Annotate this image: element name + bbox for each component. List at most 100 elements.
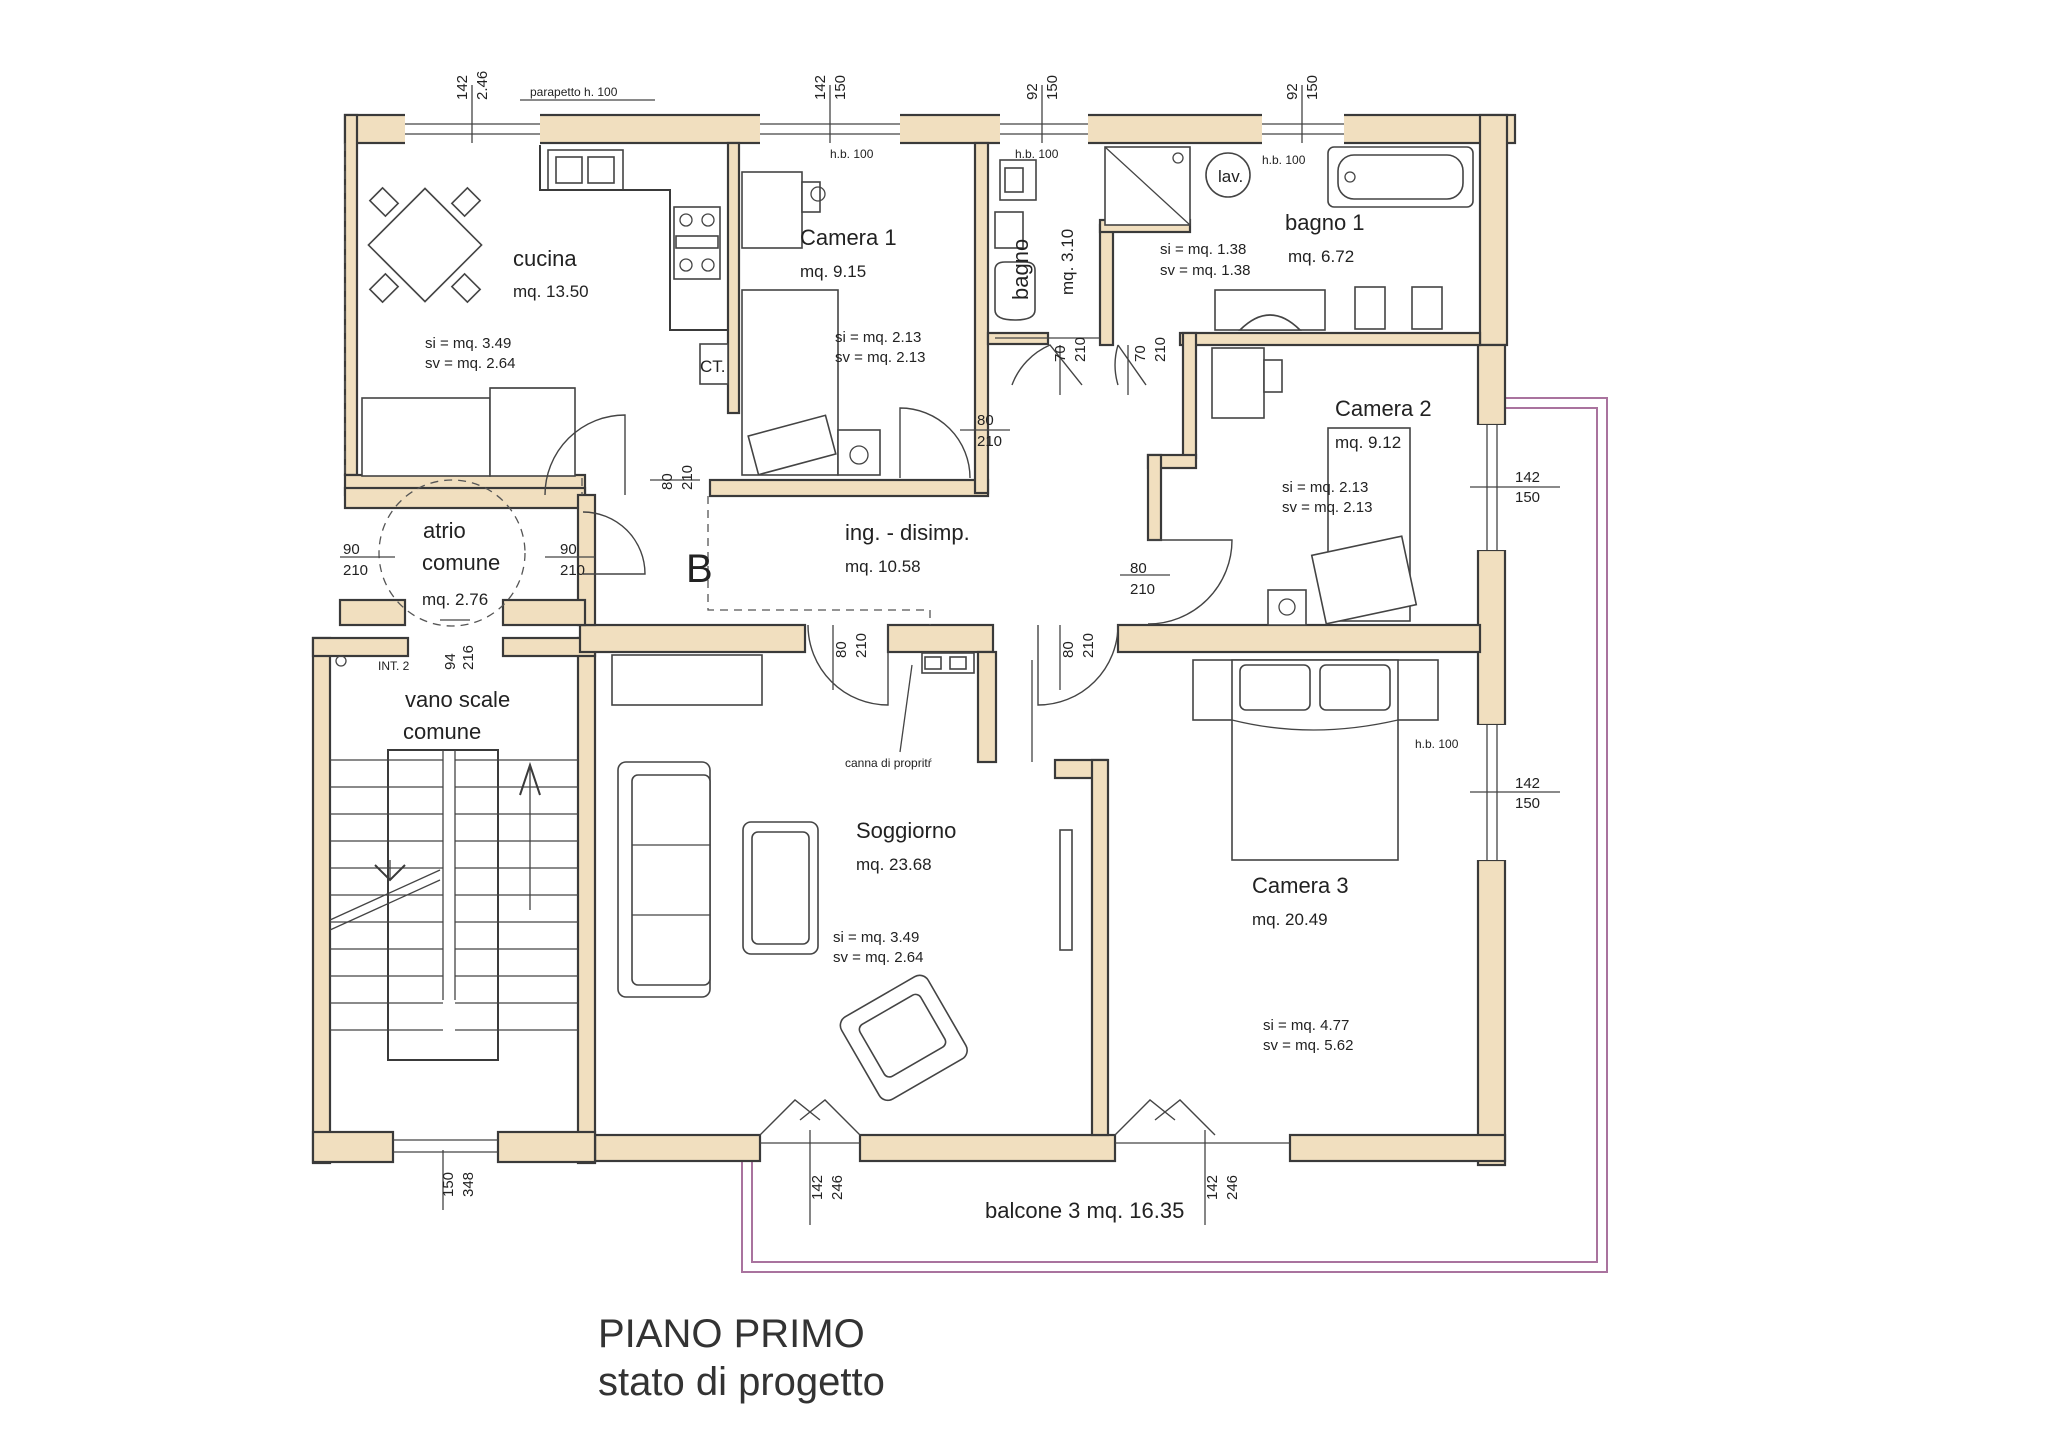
cucina-si: si = mq. 3.49 [425,335,511,352]
plan-subtitle: stato di progetto [598,1360,885,1404]
camera1-hb: h.b. 100 [830,147,874,161]
dim-int-door-h: 216 [460,645,477,670]
dim-sogg-door-int-w: 80 [833,641,850,658]
dim-bagno-door-h: 210 [1072,337,1089,362]
bagno1-hb: h.b. 100 [1262,153,1306,167]
lav-label: lav. [1218,167,1243,186]
dim-bagno1-door-h: 210 [1152,337,1169,362]
soggiorno-area: mq. 23.68 [856,855,932,874]
dim-cucina-door-w: 80 [659,473,676,490]
dim-sogg-door-h: 246 [829,1175,846,1200]
camera1-label: Camera 1 [800,225,897,250]
canna-label: canna di propritŕ [845,756,932,770]
dim-atrio-left-h: 210 [343,562,368,579]
dim-atrio-left-w: 90 [343,541,360,558]
bagno1-label: bagno 1 [1285,210,1365,235]
soggiorno-label: Soggiorno [856,818,956,843]
dim-bagno-window-w: 92 [1024,83,1041,100]
camera3-si: si = mq. 4.77 [1263,1017,1349,1034]
windows [393,110,1513,1153]
camera1-sv: sv = mq. 2.13 [835,349,925,366]
dim-cam3-door-w: 142 [1204,1175,1221,1200]
dim-atrio-right-w: 90 [560,541,577,558]
soggiorno-si: si = mq. 3.49 [833,929,919,946]
camera1-furniture [741,171,881,476]
camera3-area: mq. 20.49 [1252,910,1328,929]
dim-stair-window-h: 348 [460,1172,477,1197]
dim-bagno1-door-w: 70 [1132,345,1149,362]
dim-kitchen-window-h: 2.46 [474,71,491,100]
int-label: INT. 2 [378,659,410,673]
parapetto-note: parapetto h. 100 [530,85,618,99]
cucina-label: cucina [513,246,577,271]
camera2-furniture [1211,347,1418,626]
dashed-outlines [344,143,931,627]
camera2-si: si = mq. 2.13 [1282,479,1368,496]
bagno-small-fixtures [994,159,1100,339]
cucina-sv: sv = mq. 2.64 [425,355,515,372]
camera3-hb: h.b. 100 [1415,737,1459,751]
camera2-label: Camera 2 [1335,396,1432,421]
dim-int-door-w: 94 [442,653,459,670]
ingresso-label: ing. - disimp. [845,520,970,545]
vano-scale-label2: comune [403,719,481,744]
balcony-railing [741,397,1608,1273]
balcone-label: balcone 3 mq. 16.35 [985,1198,1184,1223]
dim-cam3-door-int-w: 80 [1060,641,1077,658]
atrio-label2: comune [422,550,500,575]
interior-walls [338,141,1482,1137]
title-block: PIANO PRIMO stato di progetto [598,1310,885,1406]
dim-bagno1-window-w: 92 [1284,83,1301,100]
dim-cam1-window-h: 150 [832,75,849,100]
camera2-sv: sv = mq. 2.13 [1282,499,1372,516]
dim-bagno-window-h: 150 [1044,75,1061,100]
dim-stair-window-w: 150 [440,1172,457,1197]
bagno1-sv: sv = mq. 1.38 [1160,262,1250,279]
dim-cam3-window-h: 150 [1515,795,1540,812]
bagno-hb: h.b. 100 [1015,147,1059,161]
section-marker-b: B [686,547,713,591]
dim-bagno-door-w: 70 [1052,345,1069,362]
dim-cam2-window-w: 142 [1515,469,1540,486]
dim-kitchen-window-w: 142 [454,75,471,100]
dim-atrio-right-h: 210 [560,562,585,579]
staircase [329,655,578,1061]
bagno1-area: mq. 6.72 [1288,247,1354,266]
dim-cucina-door-h: 210 [679,465,696,490]
dim-cam1-window-w: 142 [812,75,829,100]
dim-cam2-window-h: 150 [1515,489,1540,506]
labels: parapetto h. 100 cucina mq. 13.50 si = m… [343,71,1540,1223]
atrio-area: mq. 2.76 [422,590,488,609]
soggiorno-sv: sv = mq. 2.64 [833,949,923,966]
camera1-area: mq. 9.15 [800,262,866,281]
dimension-ticks [340,85,1560,1225]
dim-cam2-door-w: 80 [1130,560,1147,577]
bagno-small-area: mq. 3.10 [1058,229,1077,295]
ingresso-area: mq. 10.58 [845,557,921,576]
doors [544,344,1233,1136]
camera3-sv: sv = mq. 5.62 [1263,1037,1353,1054]
cucina-area: mq. 13.50 [513,282,589,301]
dim-cam1-door-h: 210 [977,433,1002,450]
dim-bagno1-window-h: 150 [1304,75,1321,100]
bagno-small-label: bagno [1008,239,1033,300]
dim-cam3-door-h: 246 [1224,1175,1241,1200]
dim-sogg-door-w: 142 [809,1175,826,1200]
dim-sogg-door-int-h: 210 [853,633,870,658]
dim-cam1-door-w: 80 [977,412,994,429]
camera1-si: si = mq. 2.13 [835,329,921,346]
dim-cam3-door-int-h: 210 [1080,633,1097,658]
kitchen-furniture [361,145,729,477]
plan-title: PIANO PRIMO [598,1312,865,1356]
atrio-label1: atrio [423,518,466,543]
dim-cam3-window-w: 142 [1515,775,1540,792]
dim-cam2-door-h: 210 [1130,581,1155,598]
camera2-area: mq. 9.12 [1335,433,1401,452]
soggiorno-furniture [611,652,1073,1102]
bagno1-fixtures [1104,146,1474,331]
bagno1-si: si = mq. 1.38 [1160,241,1246,258]
ct-label: CT. [700,357,726,376]
camera3-label: Camera 3 [1252,873,1349,898]
vano-scale-label1: vano scale [405,687,510,712]
